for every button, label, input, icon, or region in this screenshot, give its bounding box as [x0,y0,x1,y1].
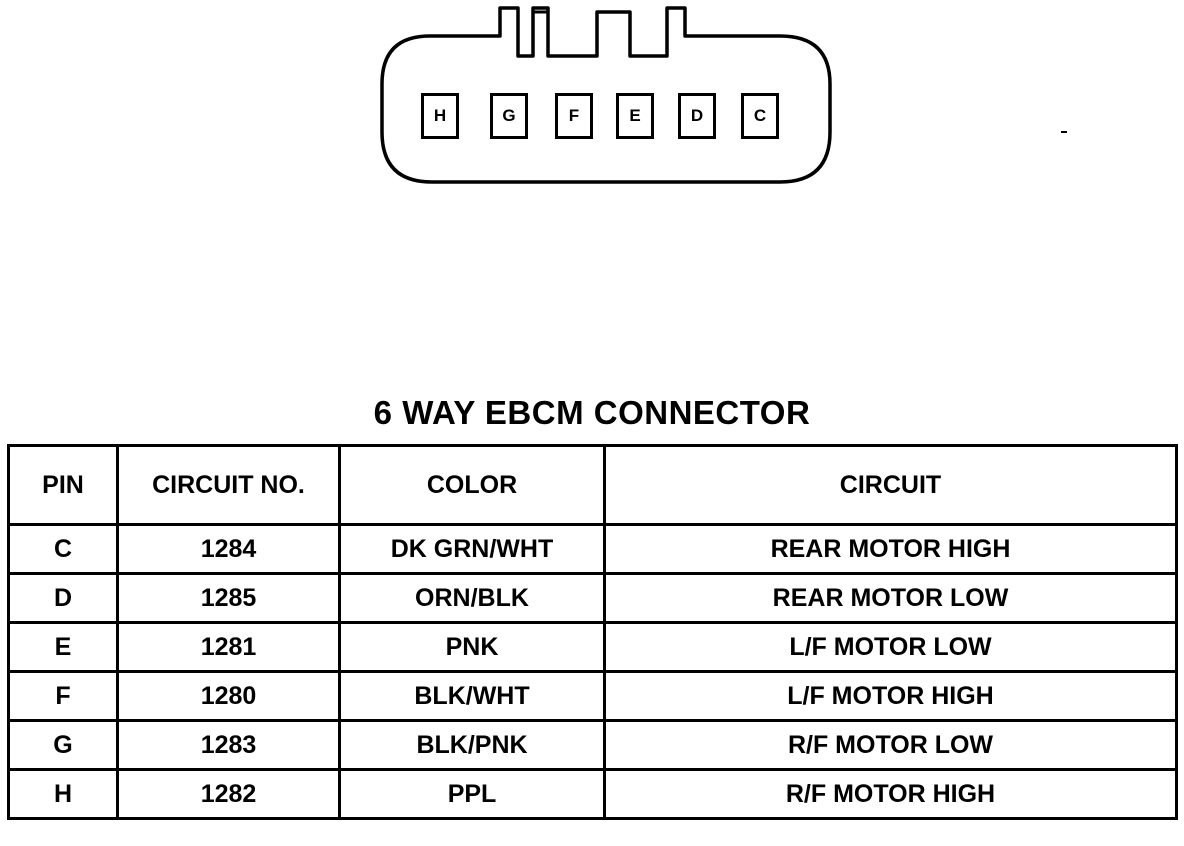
cell-circuit: L/F MOTOR LOW [603,621,1178,673]
table-row: F 1280 BLK/WHT L/F MOTOR HIGH [7,670,1178,722]
table-row: H 1282 PPL R/F MOTOR HIGH [7,768,1178,820]
pin-f: F [555,93,593,139]
pin-label: E [629,106,641,125]
pin-c: C [741,93,779,139]
header-row: PIN CIRCUIT NO. COLOR CIRCUIT [7,444,1178,526]
cell-circuit-no: 1284 [116,523,341,575]
header-color: COLOR [338,444,606,526]
cell-circuit: L/F MOTOR HIGH [603,670,1178,722]
cell-circuit-no: 1282 [116,768,341,820]
table-row: D 1285 ORN/BLK REAR MOTOR LOW [7,572,1178,624]
cell-color: PPL [338,768,606,820]
cell-pin: D [7,572,119,624]
header-circuit-no: CIRCUIT NO. [116,444,341,526]
cell-pin: F [7,670,119,722]
table-row: G 1283 BLK/PNK R/F MOTOR LOW [7,719,1178,771]
table-title: 6 WAY EBCM CONNECTOR [373,394,811,431]
pin-e: E [616,93,654,139]
connector-outline [380,6,832,184]
cell-color: PNK [338,621,606,673]
cell-circuit: REAR MOTOR HIGH [603,523,1178,575]
cell-circuit-no: 1285 [116,572,341,624]
pin-d: D [678,93,716,139]
pinout-table: PIN CIRCUIT NO. COLOR CIRCUIT C 1284 DK … [7,444,1178,820]
cell-circuit: R/F MOTOR LOW [603,719,1178,771]
header-pin: PIN [7,444,119,526]
cell-circuit: R/F MOTOR HIGH [603,768,1178,820]
pin-label: G [502,106,516,125]
cell-circuit-no: 1283 [116,719,341,771]
scan-speck [1061,131,1067,133]
cell-circuit-no: 1280 [116,670,341,722]
pin-g: G [490,93,528,139]
cell-color: BLK/PNK [338,719,606,771]
pin-label: F [568,106,580,125]
pin-h: H [421,93,459,139]
cell-pin: E [7,621,119,673]
cell-color: DK GRN/WHT [338,523,606,575]
cell-color: ORN/BLK [338,572,606,624]
cell-circuit-no: 1281 [116,621,341,673]
header-circuit: CIRCUIT [603,444,1178,526]
pin-label: H [433,106,447,125]
table-row: C 1284 DK GRN/WHT REAR MOTOR HIGH [7,523,1178,575]
cell-circuit: REAR MOTOR LOW [603,572,1178,624]
table-row: E 1281 PNK L/F MOTOR LOW [7,621,1178,673]
pin-label: D [690,106,704,125]
cell-pin: C [7,523,119,575]
pin-label: C [753,106,767,125]
cell-pin: H [7,768,119,820]
cell-color: BLK/WHT [338,670,606,722]
cell-pin: G [7,719,119,771]
